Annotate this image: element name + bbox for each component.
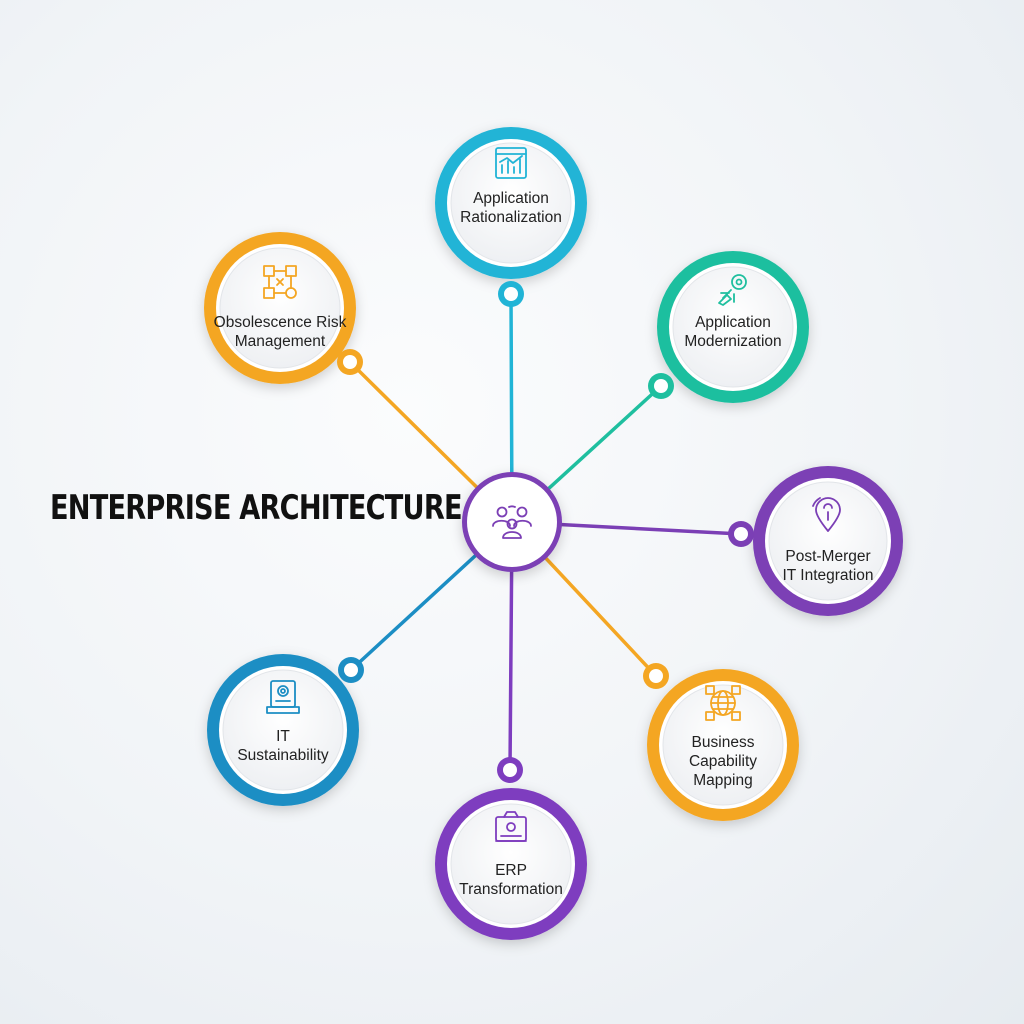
node-label-line: IT <box>276 728 290 745</box>
node-face-post-merger-it-integration <box>768 481 888 601</box>
node-label-erp-transformation: ERP Transformation <box>441 861 581 899</box>
node-label-line: Application <box>473 190 549 207</box>
node-application-rationalization[interactable] <box>435 127 587 279</box>
junction-inner-application-rationalization <box>504 287 518 301</box>
rocket-gear-icon <box>718 274 747 306</box>
junction-inner-erp-transformation <box>503 763 517 777</box>
node-label-line: Mapping <box>693 772 753 789</box>
node-label-line: Management <box>234 333 326 350</box>
workflow-map-icon <box>263 265 297 299</box>
node-label-post-merger-it-integration: Post-Merger IT Integration <box>758 547 898 585</box>
node-label-line: IT Integration <box>782 567 874 584</box>
node-label-line: Post-Merger <box>785 548 871 565</box>
node-label-line: Rationalization <box>460 209 562 226</box>
node-it-sustainability[interactable] <box>207 654 359 806</box>
node-layer <box>204 127 903 940</box>
people-network-icon <box>492 505 532 539</box>
node-erp-transformation[interactable] <box>435 788 587 940</box>
node-business-capability-mapping[interactable] <box>647 669 799 821</box>
node-obsolescence-risk-management[interactable] <box>204 232 356 384</box>
junction-inner-post-merger-it-integration <box>734 527 748 541</box>
node-face-application-modernization <box>672 266 794 388</box>
certificate-icon <box>266 680 300 714</box>
junction-inner-it-sustainability <box>344 663 358 677</box>
hub-node[interactable] <box>462 472 562 572</box>
dashboard-chart-icon <box>495 147 527 179</box>
node-label-line: Capability <box>688 753 758 770</box>
node-label-it-sustainability: IT Sustainability <box>213 727 353 765</box>
node-face-business-capability-mapping <box>662 684 784 806</box>
hub-face <box>467 477 557 567</box>
node-post-merger-it-integration[interactable] <box>753 466 903 616</box>
node-label-line: Modernization <box>684 333 782 350</box>
node-label-line: Business <box>691 734 755 751</box>
junction-inner-application-modernization <box>654 379 668 393</box>
globe-grid-icon <box>705 685 741 721</box>
location-pin-icon <box>812 497 841 532</box>
node-face-it-sustainability <box>222 669 344 791</box>
node-label-line: Sustainability <box>237 747 329 764</box>
diagram-title: ENTERPRISE ARCHITECTURE <box>50 488 463 528</box>
hub-layer <box>462 472 562 572</box>
node-face-erp-transformation <box>450 803 572 925</box>
node-label-line: Obsolescence Risk <box>213 314 347 331</box>
node-application-modernization[interactable] <box>657 251 809 403</box>
node-label-line: Transformation <box>459 881 563 898</box>
junction-inner-business-capability-mapping <box>649 669 663 683</box>
node-face-obsolescence-risk-management <box>219 247 341 369</box>
node-face-application-rationalization <box>450 142 572 264</box>
erp-module-icon <box>495 811 527 842</box>
node-label-line: Application <box>695 314 771 331</box>
junction-inner-obsolescence-risk-management <box>343 355 357 369</box>
node-label-line: ERP <box>495 862 527 879</box>
